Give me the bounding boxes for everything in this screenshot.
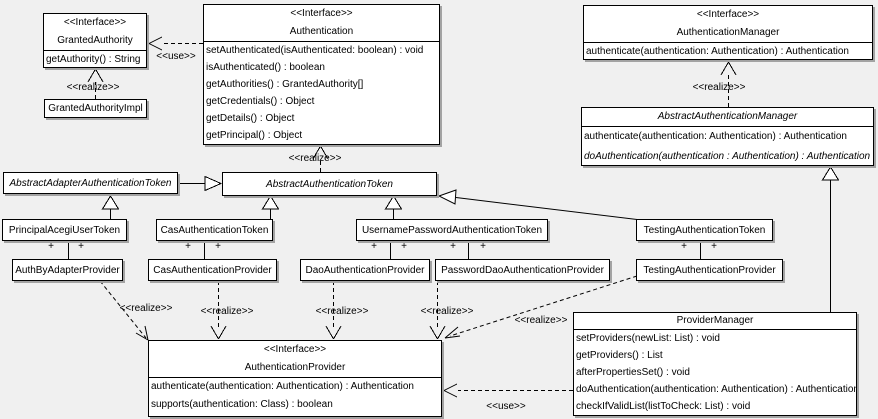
use-label: <<use>>: [156, 51, 196, 62]
multiplicity-label: +: [215, 241, 221, 252]
open-arrowhead: [148, 36, 163, 51]
method-label: doAuthentication(authentication : Authen…: [584, 151, 871, 162]
method-label: authenticate(authentication: Authenticat…: [151, 381, 414, 392]
class-name: AuthenticationProvider: [244, 362, 346, 373]
open-arrowhead: [210, 325, 227, 340]
generalization-arrowhead: [204, 175, 223, 192]
class-cas-authentication-token[interactable]: CasAuthenticationToken: [156, 219, 273, 241]
open-arrowhead: [720, 61, 737, 76]
generalization-arrowhead: [101, 195, 120, 210]
class-name: AuthByAdapterProvider: [15, 264, 120, 276]
realize-label: <<realize>>: [692, 82, 746, 93]
class-auth-by-adapter-provider[interactable]: AuthByAdapterProvider: [12, 259, 123, 281]
method-label: doAuthentication(authentication: Authent…: [576, 384, 856, 395]
stereotype-label: <<Interface>>: [263, 344, 327, 355]
class-name: GrantedAuthority: [57, 35, 133, 46]
stereotype-label: <<Interface>>: [696, 9, 760, 20]
open-arrowhead: [135, 325, 149, 341]
edge-realize-authbyadapter-provider: [99, 280, 147, 339]
generalization-arrowhead: [437, 189, 457, 205]
class-name: AbstractAuthenticationToken: [266, 178, 393, 190]
class-name: TestingAuthenticationToken: [643, 224, 766, 236]
open-arrowhead: [444, 326, 461, 339]
open-arrowhead: [87, 68, 104, 83]
use-label: <<use>>: [486, 401, 526, 412]
method-label: checkIfValidList(listToCheck: List) : vo…: [576, 401, 751, 412]
multiplicity-label: +: [401, 241, 407, 252]
class-name: TestingAuthenticationProvider: [643, 264, 776, 276]
class-name: Authentication: [289, 26, 354, 37]
class-name: UsernamePasswordAuthenticationToken: [361, 224, 543, 236]
class-name: AbstractAdapterAuthenticationToken: [9, 177, 172, 189]
class-abstract-adapter-authentication-token[interactable]: AbstractAdapterAuthenticationToken: [3, 172, 178, 194]
class-granted-authority-impl[interactable]: GrantedAuthorityImpl: [44, 99, 147, 118]
open-arrowhead: [312, 145, 329, 160]
realize-label: <<realize>>: [119, 303, 173, 314]
realize-label: <<realize>>: [200, 306, 254, 317]
multiplicity-label: +: [681, 241, 687, 252]
class-name: GrantedAuthorityImpl: [48, 103, 143, 114]
realize-label: <<realize>>: [66, 82, 120, 93]
class-dao-authentication-provider[interactable]: DaoAuthenticationProvider: [300, 259, 430, 281]
class-authentication[interactable]: <<Interface>> Authentication setAuthenti…: [203, 4, 440, 145]
class-name: CasAuthenticationToken: [160, 224, 269, 236]
method-label: setProviders(newList: List) : void: [576, 333, 720, 344]
class-granted-authority[interactable]: <<Interface>> GrantedAuthority getAuthor…: [43, 13, 147, 68]
class-name: AuthenticationManager: [676, 27, 780, 38]
realize-label: <<realize>>: [420, 306, 474, 317]
generalization-arrowhead: [384, 195, 403, 210]
class-authentication-provider[interactable]: <<Interface>> AuthenticationProvider aut…: [148, 340, 442, 417]
stereotype-label: <<Interface>>: [290, 8, 353, 19]
class-name: PasswordDaoAuthenticationProvider: [441, 264, 604, 276]
multiplicity-label: +: [78, 241, 84, 252]
class-name: ProviderManager: [676, 315, 754, 326]
class-principal-acegi-user-token[interactable]: PrincipalAcegiUserToken: [2, 219, 127, 241]
class-cas-authentication-provider[interactable]: CasAuthenticationProvider: [148, 259, 277, 281]
generalization-arrowhead: [261, 195, 280, 210]
method-label: authenticate(authentication: Authenticat…: [584, 131, 847, 142]
class-abstract-authentication-token[interactable]: AbstractAuthenticationToken: [222, 172, 437, 196]
open-arrowhead: [325, 325, 342, 340]
multiplicity-label: +: [48, 241, 54, 252]
multiplicity-label: +: [185, 241, 191, 252]
method-label: setAuthenticated(isAuthenticated: boolea…: [206, 45, 424, 56]
open-arrowhead: [443, 383, 458, 398]
multiplicity-label: +: [480, 241, 486, 252]
class-username-password-authentication-token[interactable]: UsernamePasswordAuthenticationToken: [356, 219, 548, 241]
method-label: getAuthority() : String: [46, 54, 141, 65]
class-abstract-authentication-manager[interactable]: AbstractAuthenticationManager authentica…: [581, 107, 874, 166]
multiplicity-label: +: [371, 241, 377, 252]
method-label: getAuthorities() : GrantedAuthority[]: [206, 79, 364, 90]
class-name: DaoAuthenticationProvider: [305, 264, 425, 276]
class-name: CasAuthenticationProvider: [153, 264, 272, 276]
class-authentication-manager[interactable]: <<Interface>> AuthenticationManager auth…: [583, 5, 873, 60]
class-name: AbstractAuthenticationManager: [657, 111, 798, 122]
class-testing-authentication-token[interactable]: TestingAuthenticationToken: [636, 219, 773, 241]
method-label: getProviders() : List: [576, 350, 663, 361]
method-label: supports(authentication: Class) : boolea…: [151, 399, 333, 410]
method-label: afterPropertiesSet() : void: [576, 367, 690, 378]
class-name: PrincipalAcegiUserToken: [8, 224, 121, 236]
multiplicity-label: +: [711, 241, 717, 252]
open-arrowhead: [429, 325, 446, 340]
class-testing-authentication-provider[interactable]: TestingAuthenticationProvider: [636, 259, 783, 281]
method-label: getDetails() : Object: [206, 113, 295, 124]
edge-generalization-testing-token: [455, 197, 638, 220]
realize-label: <<realize>>: [288, 153, 342, 164]
method-label: getCredentials() : Object: [206, 96, 315, 107]
multiplicity-label: +: [450, 241, 456, 252]
realize-label: <<realize>>: [315, 306, 369, 317]
method-label: getPrincipal() : Object: [206, 130, 303, 141]
stereotype-label: <<Interface>>: [63, 17, 127, 28]
class-password-dao-authentication-provider[interactable]: PasswordDaoAuthenticationProvider: [435, 259, 610, 281]
realize-label: <<realize>>: [514, 315, 568, 326]
class-provider-manager[interactable]: ProviderManager setProviders(newList: Li…: [573, 312, 857, 416]
method-label: isAuthenticated() : boolean: [206, 62, 325, 73]
generalization-arrowhead: [821, 166, 840, 181]
edge-realize-testing-provider: [449, 275, 638, 337]
method-label: authenticate(authentication: Authenticat…: [586, 46, 849, 57]
